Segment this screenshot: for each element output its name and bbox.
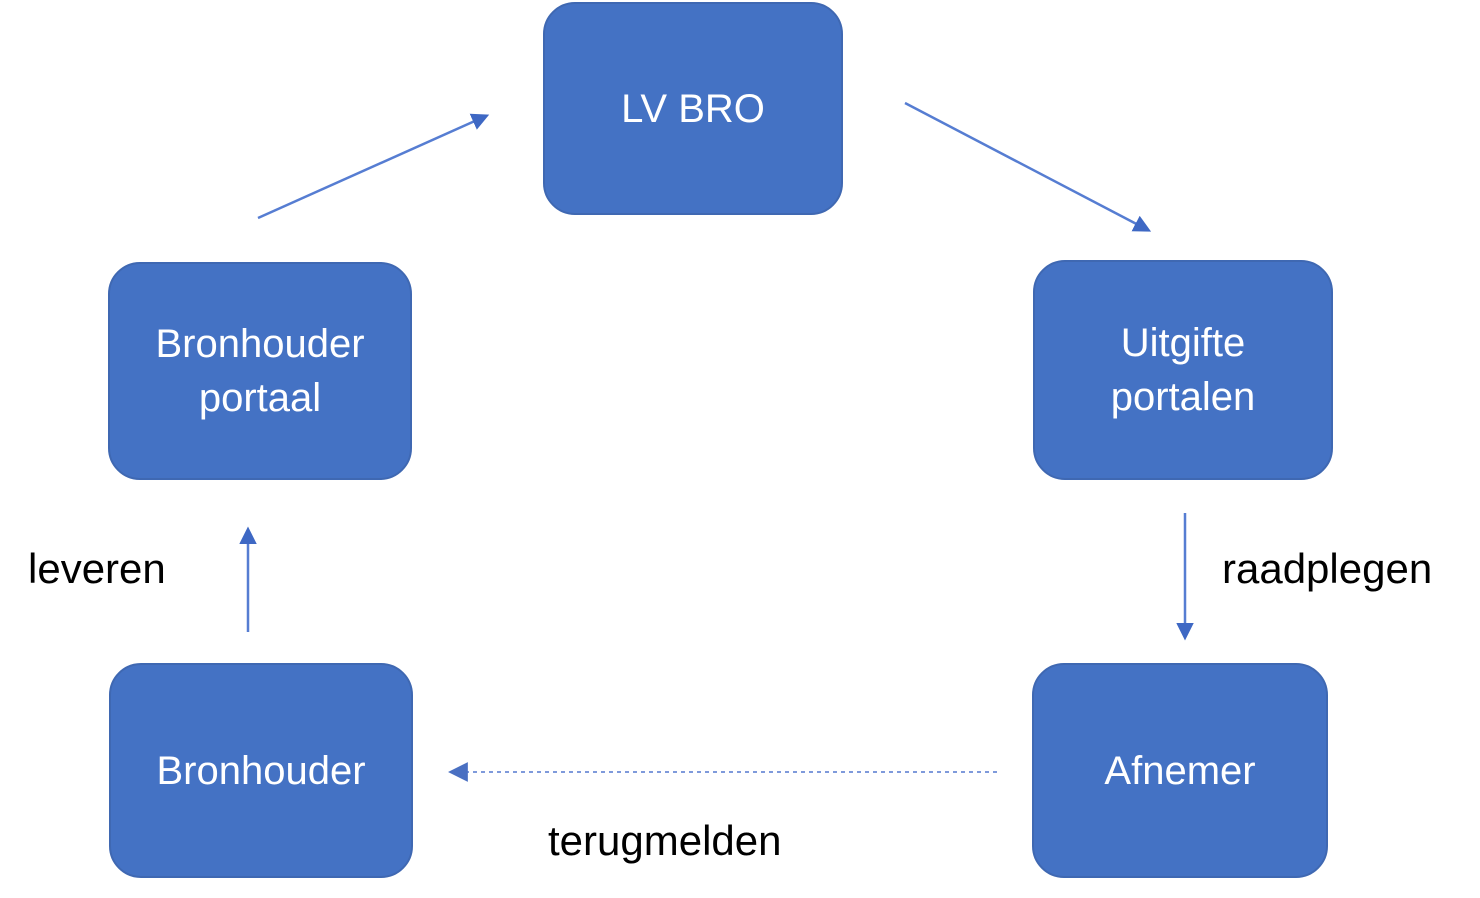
node-bronhouder-label: Bronhouder xyxy=(156,748,366,793)
node-bronhouder-portaal-label: Bronhouder portaal xyxy=(155,322,365,420)
node-lv-bro: LV BRO xyxy=(543,2,843,215)
edge-label-terugmelden: terugmelden xyxy=(548,817,782,864)
edge-label-leveren: leveren xyxy=(28,545,166,592)
node-afnemer-label: Afnemer xyxy=(1104,748,1256,793)
edge-label-raadplegen: raadplegen xyxy=(1222,545,1433,592)
node-uitgifte-portalen: Uitgifte portalen xyxy=(1033,260,1333,480)
node-lv-bro-label: LV BRO xyxy=(621,86,765,131)
edge-bronhouderportaal-to-lvbro-arrow xyxy=(257,113,490,220)
node-bronhouder: Bronhouder xyxy=(109,663,413,878)
edge-lvbro-to-uitgifteportalen-arrow xyxy=(904,101,1152,232)
node-afnemer: Afnemer xyxy=(1032,663,1328,878)
node-bronhouder-portaal: Bronhouder portaal xyxy=(108,262,412,480)
node-uitgifte-portalen-label: Uitgifte portalen xyxy=(1110,321,1256,419)
